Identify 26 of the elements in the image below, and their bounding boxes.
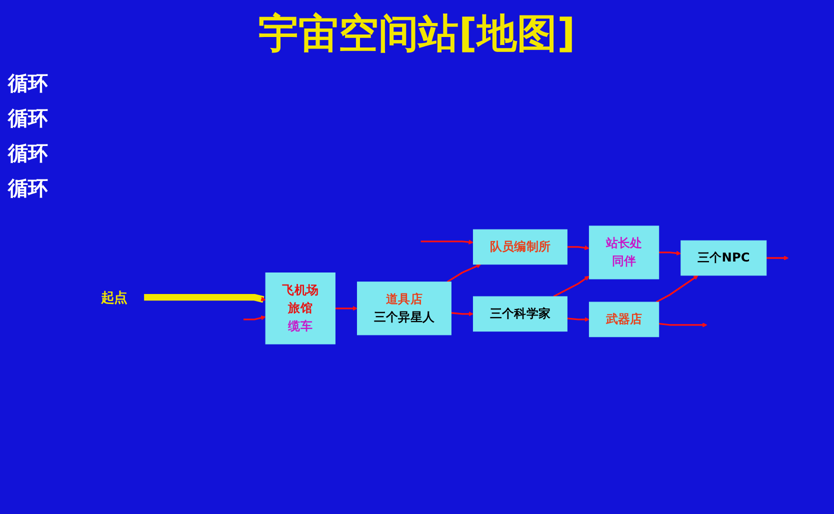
node-box: 队员编制所 [472, 229, 568, 265]
arrow [553, 276, 590, 298]
arrow [656, 275, 698, 303]
loop-label: 循环 [8, 175, 49, 202]
node-box: 道具店 三个异星人 [356, 282, 452, 336]
title: 宇宙空间站[地图] [258, 10, 576, 59]
arrow [451, 312, 474, 316]
node-box: 三个科学家 [472, 296, 568, 332]
arrow [144, 294, 266, 303]
node-box: 飞机场 旅馆 缆车 [265, 272, 336, 344]
arrow [335, 306, 358, 311]
arrow [766, 256, 789, 260]
arrow [567, 245, 590, 250]
arrow [658, 322, 708, 328]
arrow [243, 315, 266, 320]
arrow [420, 240, 474, 244]
node-box: 武器店 [588, 302, 660, 338]
node-box: 三个NPC [680, 240, 767, 276]
loop-label: 循环 [8, 70, 49, 97]
node-text: 起点 [100, 290, 128, 306]
loop-label: 循环 [8, 105, 49, 132]
arrow [446, 264, 482, 283]
arrow [567, 317, 590, 322]
node-box: 站长处 同伴 [588, 226, 660, 280]
loop-label: 循环 [8, 140, 49, 167]
arrow [658, 250, 682, 256]
